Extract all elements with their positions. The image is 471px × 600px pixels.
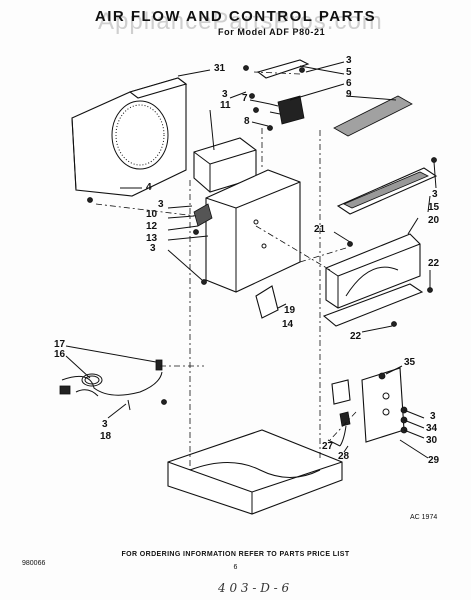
callout-19: 19 xyxy=(284,305,296,316)
filter-part xyxy=(333,95,413,137)
callout-8: 8 xyxy=(244,116,250,127)
callout-12: 12 xyxy=(146,221,158,232)
page-title: AIR FLOW AND CONTROL PARTS xyxy=(94,8,377,25)
document-number: 980066 xyxy=(22,560,46,567)
callout-28: 28 xyxy=(338,451,350,462)
callout-11: 11 xyxy=(220,100,231,111)
callout-15: 15 xyxy=(428,202,440,213)
ordering-note: FOR ORDERING INFORMATION REFER TO PARTS … xyxy=(121,551,350,558)
callout-3: 3 xyxy=(222,89,228,100)
callout-35: 35 xyxy=(404,357,416,368)
callout-9: 9 xyxy=(346,89,352,100)
callout-34: 34 xyxy=(426,423,438,434)
power-cord-part xyxy=(59,359,163,411)
art-code: AC 1974 xyxy=(410,514,438,521)
screw-hardware xyxy=(87,65,437,405)
callout-31: 31 xyxy=(214,63,226,74)
handwritten-note: 4 0 3 - D - 6 xyxy=(218,581,290,595)
watermark: AppliancePartsPros.com xyxy=(98,8,383,35)
callout-7: 7 xyxy=(242,93,248,104)
callout-22: 22 xyxy=(428,258,440,269)
callout-14: 14 xyxy=(282,319,294,330)
page-number: 6 xyxy=(233,564,238,571)
callout-20: 20 xyxy=(428,215,440,226)
callout-29: 29 xyxy=(428,455,440,466)
callout-5: 5 xyxy=(346,67,352,78)
model-subtitle: For Model ADF P80-21 xyxy=(218,27,326,37)
blower-housing-part xyxy=(325,233,421,309)
callout-10: 10 xyxy=(146,209,158,220)
callout-3: 3 xyxy=(432,189,438,200)
fan-shroud-part xyxy=(71,77,188,197)
base-plate-part xyxy=(322,283,424,327)
callout-3: 3 xyxy=(102,419,108,430)
switch-bracket-part xyxy=(255,285,279,319)
callout-21: 21 xyxy=(314,224,326,235)
assembly-guide-lines xyxy=(95,71,357,470)
control-switch-parts xyxy=(331,367,408,447)
grille-part xyxy=(193,203,213,227)
callout-6: 6 xyxy=(346,78,352,89)
callout-3: 3 xyxy=(150,243,156,254)
callout-30: 30 xyxy=(426,435,438,446)
callout-17: 17 xyxy=(54,339,66,350)
callout-18: 18 xyxy=(100,431,112,442)
evaporator-coil-part xyxy=(336,167,438,215)
base-pan-part xyxy=(167,429,343,515)
callout-22: 22 xyxy=(350,331,362,342)
callout-13: 13 xyxy=(146,233,158,244)
capacitor-bracket-part xyxy=(256,59,310,125)
control-box-part xyxy=(193,137,257,193)
callout-3: 3 xyxy=(430,411,436,422)
callout-3: 3 xyxy=(346,55,352,66)
callout-3: 3 xyxy=(158,199,164,210)
callout-leader-lines xyxy=(65,61,437,459)
callout-16: 16 xyxy=(54,349,66,360)
callout-4: 4 xyxy=(146,182,152,193)
callout-27: 27 xyxy=(322,441,334,452)
